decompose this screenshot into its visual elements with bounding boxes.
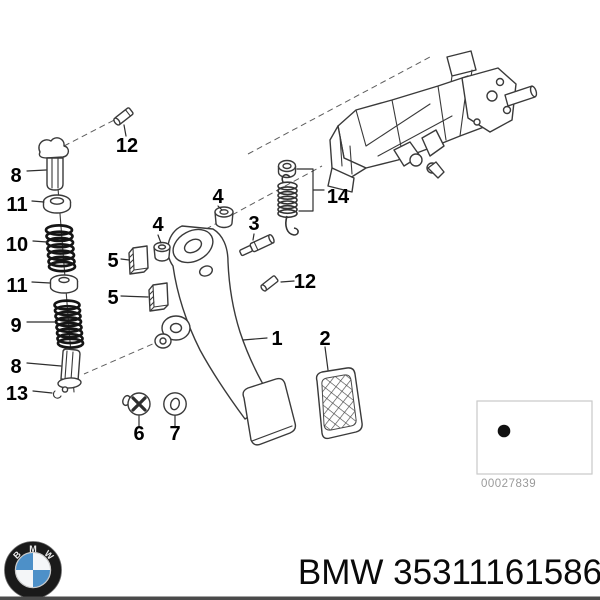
part-13-clip <box>52 390 62 399</box>
part-11-washer-bottom <box>49 274 79 294</box>
callout-4-left: 4 <box>152 214 164 236</box>
logo-quadrant-blue-br <box>33 570 50 587</box>
pedal-arm <box>154 225 274 420</box>
part-10-spring <box>44 224 77 273</box>
part-6-screw <box>122 392 151 416</box>
callout-12-right: 12 <box>294 271 316 293</box>
callout-9: 9 <box>10 315 21 337</box>
footer-part-number: BMW 35311161586 <box>298 553 600 592</box>
part-8-retainer-bottom <box>57 348 82 393</box>
callout-5-upper: 5 <box>107 250 118 272</box>
bracket-assembly <box>327 50 538 193</box>
logo-quadrant-white-bl <box>16 570 33 587</box>
watermark-code: 00027839 <box>481 478 536 490</box>
pedal-foot-plate <box>242 377 297 446</box>
logo-quadrant-blue-tl <box>16 553 33 570</box>
part-9-spring <box>53 299 85 349</box>
callout-5-lower: 5 <box>107 287 118 309</box>
part-8-retainer-top <box>38 137 70 191</box>
callout-13: 13 <box>6 383 28 405</box>
part-12-pin-right <box>260 275 279 292</box>
part-5-clip-upper <box>128 245 149 275</box>
callout-6: 6 <box>133 423 144 445</box>
watermark-dot <box>497 424 511 438</box>
callout-2: 2 <box>319 328 330 350</box>
callout-14: 14 <box>327 186 350 208</box>
callout-1: 1 <box>271 328 282 350</box>
bottom-edge-line <box>0 596 600 600</box>
callout-11-bottom: 11 <box>6 275 27 297</box>
callout-8-top: 8 <box>10 165 21 187</box>
callout-8-bottom: 8 <box>10 356 21 378</box>
part-14-nut <box>277 159 297 179</box>
bmw-logo: B M W <box>4 541 62 599</box>
watermark-box: 00027839 <box>476 400 593 490</box>
part-5-clip-lower <box>148 282 169 312</box>
part-2-pedal-pad <box>315 367 363 440</box>
part-7-grommet <box>163 392 187 416</box>
callout-3: 3 <box>248 213 259 235</box>
part-3-pin <box>239 233 275 257</box>
callout-12-top: 12 <box>116 135 138 157</box>
callout-7: 7 <box>169 423 180 445</box>
part-14-return-spring <box>277 174 299 236</box>
logo-quadrant-white-tr <box>33 553 50 570</box>
callout-11-top: 11 <box>6 194 27 216</box>
callout-labels: 8 11 10 11 9 8 13 12 4 5 5 4 3 12 14 1 2… <box>6 135 350 445</box>
part-12-pin-top <box>113 107 134 126</box>
bracket-14-lines <box>296 168 325 212</box>
callout-10: 10 <box>6 234 28 256</box>
leader-lines <box>26 124 329 427</box>
logo-letter-m: M <box>29 544 37 554</box>
part-4-bushing-left <box>153 241 171 262</box>
part-11-washer-top <box>42 194 72 214</box>
watermark-frame <box>476 400 593 475</box>
callout-4-right: 4 <box>212 186 224 208</box>
part-4-bushing-right <box>214 206 234 229</box>
